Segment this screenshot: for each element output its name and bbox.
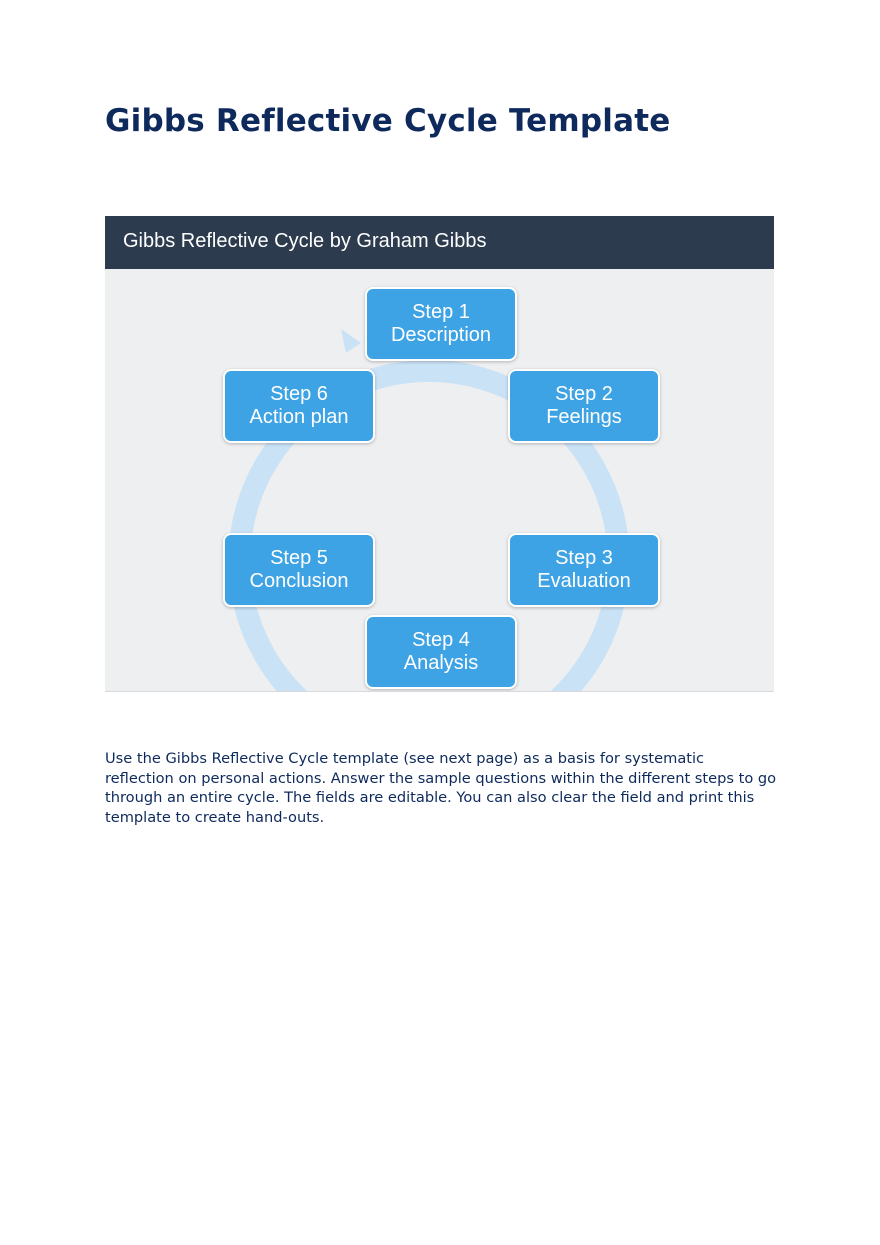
gibbs-cycle-figure: Gibbs Reflective Cycle by Graham Gibbs S… <box>105 216 774 692</box>
step-4-name: Analysis <box>403 652 479 674</box>
figure-header: Gibbs Reflective Cycle by Graham Gibbs <box>105 216 774 269</box>
step-1-box: Step 1 Description <box>365 287 517 361</box>
step-3-number: Step 3 <box>555 547 613 569</box>
step-6-number: Step 6 <box>270 383 328 405</box>
step-5-name: Conclusion <box>249 570 349 592</box>
figure-title: Gibbs Reflective Cycle by Graham Gibbs <box>123 230 487 252</box>
step-3-box: Step 3 Evaluation <box>508 533 660 607</box>
step-6-box: Step 6 Action plan <box>223 369 375 443</box>
step-5-box: Step 5 Conclusion <box>223 533 375 607</box>
step-2-name: Feelings <box>546 406 622 428</box>
step-5-number: Step 5 <box>270 547 328 569</box>
step-2-number: Step 2 <box>555 383 613 405</box>
step-2-box: Step 2 Feelings <box>508 369 660 443</box>
step-3-name: Evaluation <box>537 570 631 592</box>
step-4-number: Step 4 <box>412 629 470 651</box>
step-4-box: Step 4 Analysis <box>365 615 517 689</box>
intro-paragraph: Use the Gibbs Reflective Cycle template … <box>105 750 777 826</box>
step-1-name: Description <box>390 324 492 346</box>
step-6-name: Action plan <box>249 406 349 428</box>
step-1-number: Step 1 <box>412 301 470 323</box>
page-title: Gibbs Reflective Cycle Template <box>105 103 671 139</box>
